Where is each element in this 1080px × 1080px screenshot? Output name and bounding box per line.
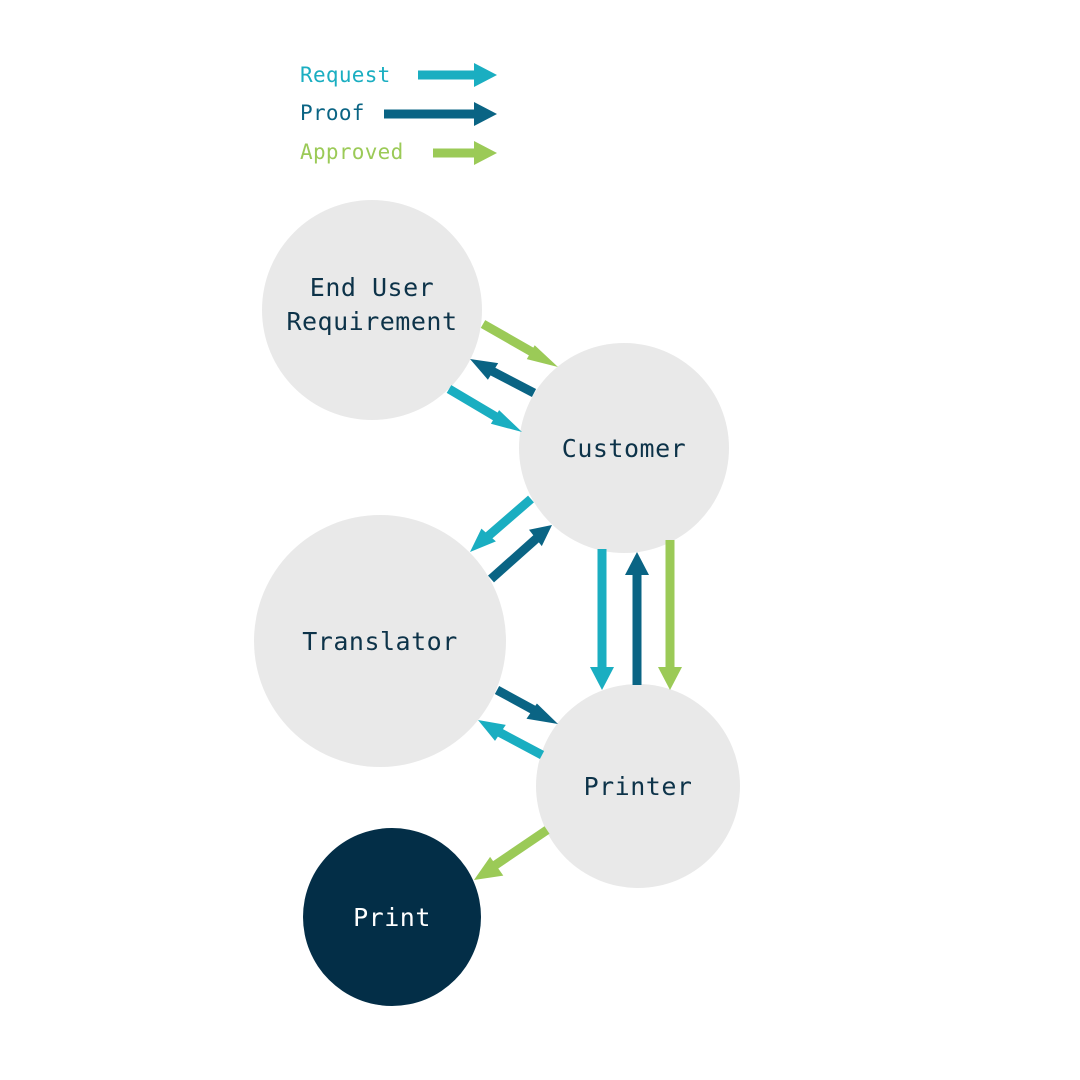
edge-customer-to-enduser-proof bbox=[470, 359, 537, 397]
edge-customer-to-translator-request bbox=[470, 495, 534, 552]
edge-customer-to-printer-request bbox=[590, 549, 614, 690]
node-customer: Customer bbox=[519, 343, 729, 553]
node-customer-label: Customer bbox=[562, 434, 686, 463]
edges bbox=[446, 320, 682, 880]
node-translator-label: Translator bbox=[302, 627, 458, 656]
node-printer-label: Printer bbox=[584, 772, 693, 801]
legend-request-arrow bbox=[418, 63, 497, 87]
node-end-user-requirement: End User Requirement bbox=[262, 200, 482, 420]
legend-proof-label: Proof bbox=[300, 101, 365, 125]
legend-approved-arrow bbox=[433, 141, 497, 165]
node-print-label: Print bbox=[353, 903, 431, 932]
edge-translator-to-printer-proof bbox=[494, 686, 558, 724]
node-print: Print bbox=[303, 828, 481, 1006]
edge-customer-to-printer-approved bbox=[658, 540, 682, 690]
node-translator: Translator bbox=[254, 515, 506, 767]
edge-printer-to-customer-proof bbox=[625, 552, 649, 685]
edge-translator-to-customer-proof bbox=[488, 525, 552, 583]
legend-proof-arrow bbox=[384, 102, 497, 126]
edge-enduser-to-customer-approved bbox=[480, 320, 558, 367]
legend-approved-label: Approved bbox=[300, 140, 404, 164]
legend-request-label: Request bbox=[300, 63, 391, 87]
edge-enduser-to-customer-request bbox=[446, 385, 522, 432]
legend: Request Proof Approved bbox=[300, 63, 497, 165]
node-printer: Printer bbox=[536, 684, 740, 888]
edge-printer-to-print-approved bbox=[474, 826, 550, 880]
node-end-user-line1: End User bbox=[310, 273, 434, 302]
edge-printer-to-translator-request bbox=[478, 720, 545, 759]
node-end-user-line2: Requirement bbox=[286, 307, 457, 336]
